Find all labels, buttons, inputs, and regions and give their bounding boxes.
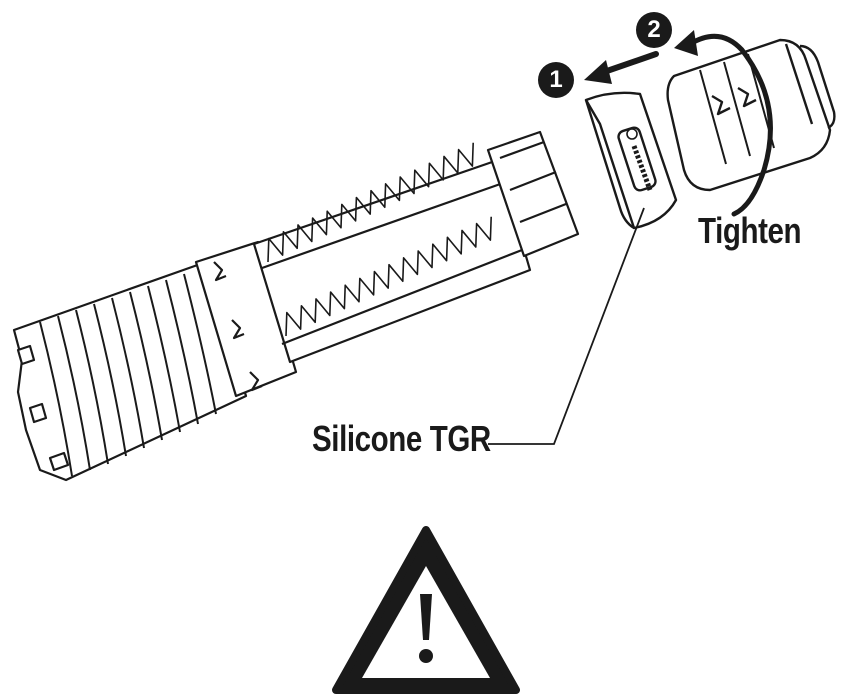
silicone-tgr-label: Silicone TGR <box>312 418 491 459</box>
arrow-left-icon <box>584 51 659 84</box>
silicone-tgr-ring <box>584 91 678 230</box>
warning-triangle-icon <box>332 526 520 694</box>
curved-rotate-arrow-icon <box>674 30 773 217</box>
leader-line <box>488 207 645 445</box>
step-2-badge: 2 <box>636 12 672 48</box>
tighten-label: Tighten <box>698 210 802 251</box>
cooling-fins <box>39 273 217 477</box>
step-1-badge: 1 <box>538 62 574 98</box>
flashlight-body <box>12 130 580 482</box>
